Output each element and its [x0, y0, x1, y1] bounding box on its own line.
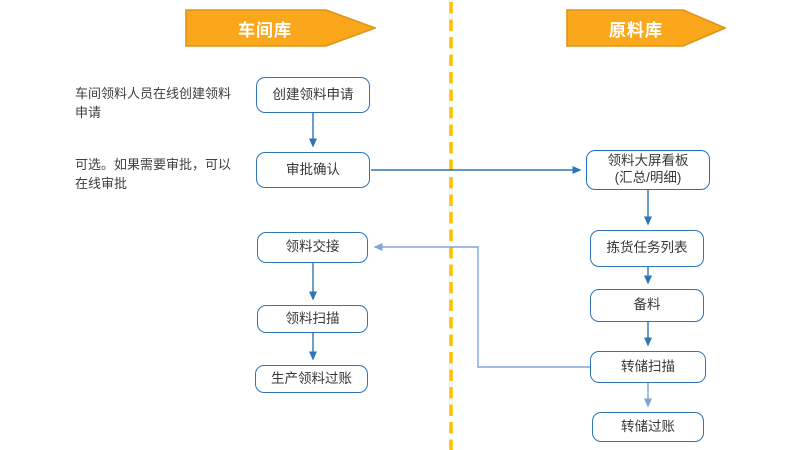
- raw-material-warehouse-label: 原料库: [609, 20, 663, 40]
- flow-node-approval-confirm: 审批确认: [256, 152, 370, 188]
- dashboard-label-line2: (汇总/明细): [614, 170, 682, 185]
- flow-node-picking-task-list: 拣货任务列表: [590, 230, 704, 267]
- flow-node-material-handover: 领料交接: [257, 232, 368, 263]
- connector-tscan-to-handover: [373, 243, 590, 368]
- flow-node-transfer-posting: 转储过账: [592, 412, 704, 442]
- workshop-warehouse-banner: 车间库: [185, 9, 376, 47]
- arrow-banner-shape: [185, 9, 376, 47]
- flow-node-production-posting: 生产领料过账: [255, 365, 368, 393]
- raw-material-warehouse-banner: 原料库: [566, 9, 726, 47]
- workshop-warehouse-label: 车间库: [238, 20, 292, 40]
- flow-node-material-scan: 领料扫描: [257, 305, 368, 333]
- flow-node-create-request: 创建领料申请: [256, 77, 370, 113]
- annotation-approval-note: 可选。如果需要审批，可以在线审批: [75, 157, 232, 191]
- flow-node-transfer-scan: 转储扫描: [590, 351, 706, 383]
- annotation-create-note: 车间领料人员在线创建领料申请: [75, 86, 232, 120]
- arrow-banner-shape: [566, 9, 726, 47]
- flow-node-material-prep: 备料: [590, 289, 704, 322]
- dashboard-label-line1: 领料大屏看板: [607, 153, 689, 169]
- flow-node-dashboard: 领料大屏看板 (汇总/明细): [586, 150, 710, 190]
